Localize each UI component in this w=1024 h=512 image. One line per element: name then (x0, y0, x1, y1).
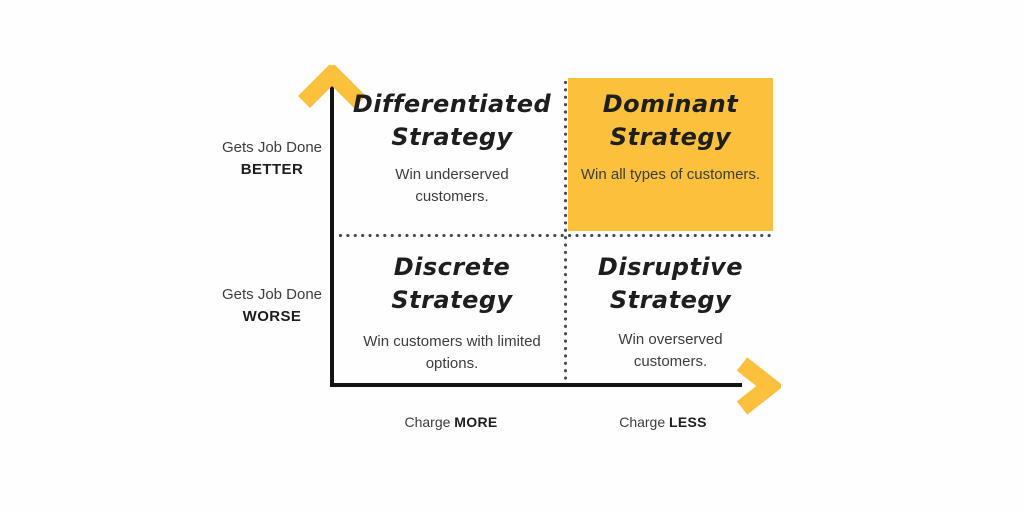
quadrant-title-line1: Differentiated (352, 90, 552, 118)
x-axis-label-charge-more: Charge MORE (376, 414, 526, 430)
up-arrow-icon (297, 65, 367, 109)
quadrant-disruptive: Disruptive Strategy Win overserved custo… (568, 251, 773, 373)
quadrant-discrete: Discrete Strategy Win customers with lim… (337, 251, 567, 375)
quadrant-dominant: Dominant Strategy Win all types of custo… (568, 88, 773, 186)
y-axis-label-bold: WORSE (242, 308, 302, 325)
y-axis-label-bold: BETTER (240, 161, 304, 178)
right-arrow-icon (736, 357, 781, 415)
quadrant-title-line1: Dominant (602, 90, 739, 118)
quadrant-title-line2: Strategy (609, 123, 732, 151)
x-axis-label-bold: LESS (669, 414, 707, 430)
quadrant-title-line1: Discrete (393, 253, 511, 281)
y-axis-label-better: Gets Job Done BETTER (187, 137, 357, 181)
horizontal-dotted-divider (337, 233, 771, 238)
quadrant-title-line2: Strategy (391, 286, 513, 314)
quadrant-title: Differentiated Strategy (337, 88, 567, 154)
y-axis-line (330, 86, 334, 386)
quadrant-title-line2: Strategy (391, 123, 513, 151)
quadrant-description: Win customers with limited options. (363, 333, 541, 372)
dominant-quadrant-highlight (568, 78, 773, 231)
x-axis-line (330, 383, 742, 387)
quadrant-description: Win overserved customers. (618, 331, 723, 370)
vertical-dotted-divider (563, 79, 568, 383)
y-axis-label-text: Gets Job Done (221, 139, 323, 156)
quadrant-description: Win all types of customers. (580, 166, 761, 183)
quadrant-differentiated: Differentiated Strategy Win underserved … (337, 88, 567, 208)
quadrant-title: Disruptive Strategy (568, 251, 773, 317)
quadrant-title: Dominant Strategy (568, 88, 773, 154)
y-axis-label-worse: Gets Job Done WORSE (187, 284, 357, 328)
quadrant-title-line2: Strategy (609, 286, 732, 314)
x-axis-label-text: Charge (619, 414, 670, 430)
x-axis-label-bold: MORE (454, 414, 498, 430)
y-axis-label-text: Gets Job Done (221, 286, 323, 303)
x-axis-label-charge-less: Charge LESS (588, 414, 738, 430)
x-axis-label-text: Charge (404, 414, 455, 430)
quadrant-title: Discrete Strategy (337, 251, 567, 317)
quadrant-title-line1: Disruptive (597, 253, 744, 281)
quadrant-description: Win underserved customers. (395, 166, 509, 205)
